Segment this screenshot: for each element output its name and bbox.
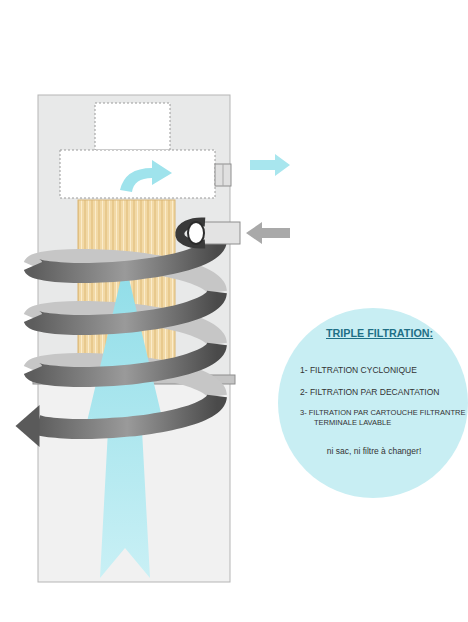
info-circle: TRIPLE FILTRATION: 1- FILTRATION CYCLONIQ… xyxy=(278,308,468,498)
inlet-mouth xyxy=(188,222,204,244)
air-out-arrow xyxy=(250,154,290,176)
motor xyxy=(95,103,170,150)
text-line: 3- FILTRATION PAR CARTOUCHE FILTRANTRE T… xyxy=(300,408,468,428)
cyclone-spiral xyxy=(33,344,217,377)
spiral-arrowhead xyxy=(16,405,40,447)
exhaust-outlet xyxy=(223,164,224,186)
inlet-elbow xyxy=(180,222,205,244)
heading: TRIPLE FILTRATION: xyxy=(326,327,446,341)
text-line: ni sac, ni filtre à changer! xyxy=(306,446,442,457)
air-in-arrow xyxy=(246,222,290,244)
cyclone-spiral xyxy=(33,292,217,325)
text-line: 2- FILTRATION PAR DECANTATION xyxy=(300,387,450,398)
turbine xyxy=(60,150,215,198)
exhaust-outlet xyxy=(215,164,231,186)
text-line: 1- FILTRATION CYCLONIQUE xyxy=(300,365,450,376)
circle-shape xyxy=(278,308,468,498)
air-arrow xyxy=(120,160,172,192)
cyclone-spiral xyxy=(38,396,217,429)
